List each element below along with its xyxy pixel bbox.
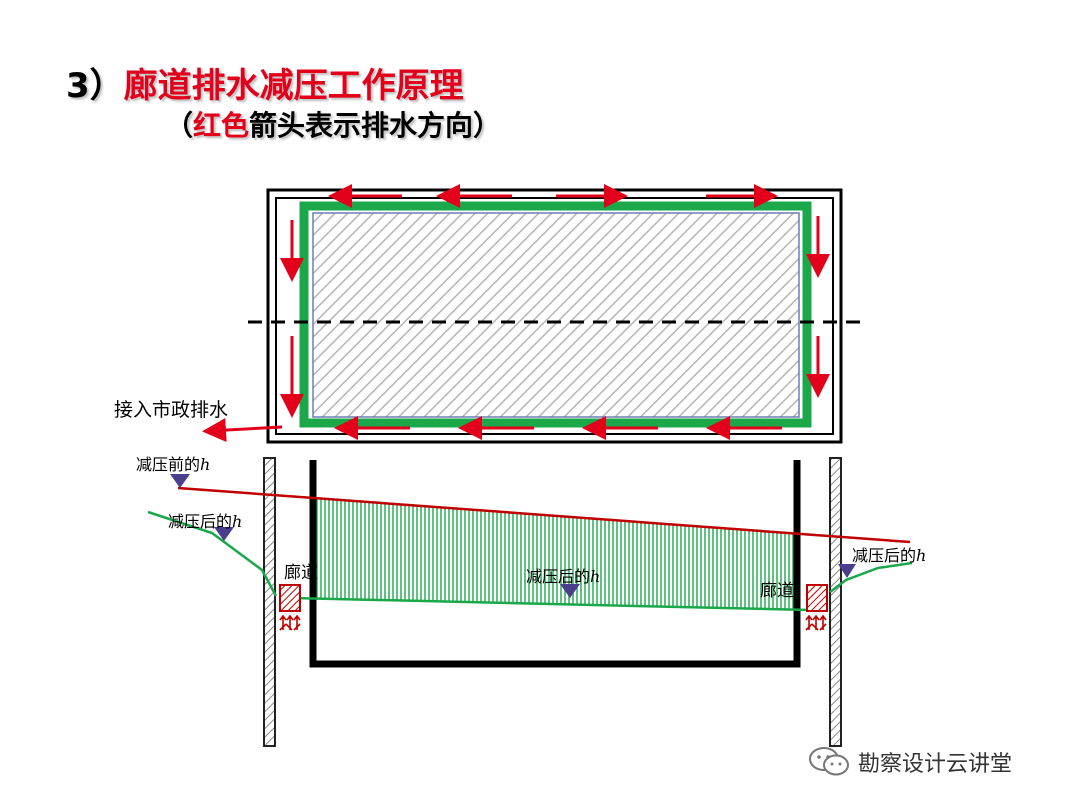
watermark-text: 勘察设计云讲堂	[858, 752, 1013, 777]
subtitle-open: （	[165, 109, 194, 142]
subtitle-highlight: 红色	[193, 109, 250, 142]
water-level-marker-after-left	[214, 527, 234, 541]
corridor-label-left: 廊道	[284, 563, 318, 583]
corridor-label-right: 廊道	[760, 581, 794, 601]
right-retaining-wall	[829, 457, 842, 747]
water-line-after-middle	[291, 596, 811, 612]
watermark: 勘察设计云讲堂	[808, 744, 1012, 780]
plan-view: 接入市政排水	[114, 184, 866, 444]
water-level-marker-after-right	[838, 564, 856, 578]
page-title: 3）廊道排水减压工作原理	[66, 58, 464, 107]
pressure-zone-fill	[313, 497, 797, 609]
left-retaining-wall	[263, 457, 276, 747]
municipal-outlet-arrow	[202, 418, 283, 443]
title-text: 廊道排水减压工作原理	[123, 66, 464, 106]
plan-corridor-loop	[299, 201, 812, 428]
page-subtitle: （红色箭头表示排水方向）	[165, 104, 501, 144]
corridor-right	[806, 584, 828, 612]
after-h-label-left: 减压后的h	[168, 512, 242, 531]
water-level-marker-after-middle	[560, 584, 580, 598]
water-level-marker-before	[170, 474, 190, 488]
after-h-label-right: 减压后的h	[852, 546, 926, 565]
seepage-arrows-right	[805, 614, 827, 631]
municipal-drain-label: 接入市政排水	[114, 399, 228, 421]
water-line-before	[177, 486, 911, 544]
corridor-left	[279, 584, 301, 612]
water-line-after-right	[829, 561, 913, 593]
plan-inner-wall	[275, 197, 834, 435]
subtitle-rest: 箭头表示排水方向）	[249, 109, 502, 142]
wechat-icon	[809, 747, 849, 776]
water-line-after-left	[147, 510, 278, 597]
basement-box	[309, 460, 801, 668]
plan-basement-area	[312, 212, 800, 418]
seepage-arrows-left	[279, 614, 301, 631]
title-prefix: 3）	[66, 66, 124, 106]
section-view: 减压前的h 减压后的h 减压后的h 减压后的h 廊道 廊道	[136, 455, 926, 747]
before-h-label: 减压前的h	[136, 455, 210, 474]
after-h-label-middle: 减压后的h	[526, 567, 600, 586]
